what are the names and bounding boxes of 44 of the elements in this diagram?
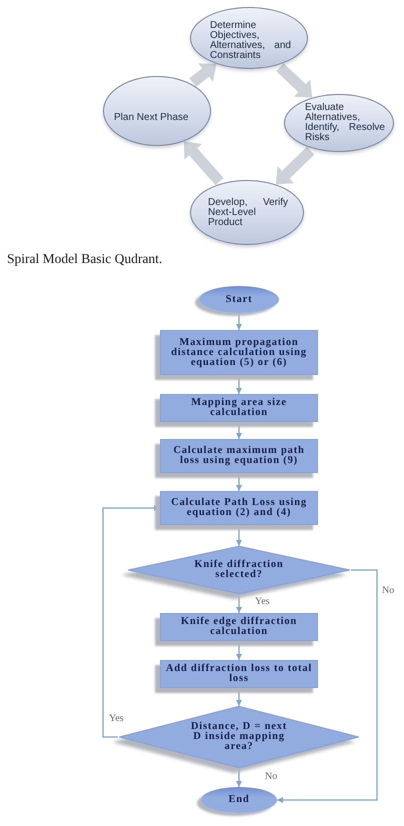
node-text: Add diffraction loss to total loss — [164, 664, 314, 684]
process-box — [160, 613, 318, 641]
terminal-oval — [199, 286, 279, 313]
process-box — [160, 330, 318, 375]
process-box — [160, 439, 318, 473]
node-text: Start — [226, 294, 252, 304]
node-text: Develop, Verify Next-Level Product — [208, 198, 288, 228]
node-text: Calculate Path Loss using equation (2) and (4) — [170, 498, 308, 518]
node-text: End — [228, 795, 250, 805]
arrow — [236, 594, 242, 613]
arrow — [102, 505, 160, 738]
node-text: Plan Next Phase — [114, 113, 190, 123]
edge-label: Yes — [254, 596, 271, 607]
phase-ellipse — [103, 76, 211, 146]
terminal-oval — [201, 787, 277, 813]
block-arrow — [276, 146, 314, 184]
node-text: Maximum propagation distance calculation using equation (5) or (6) — [170, 338, 308, 368]
arrow — [236, 375, 242, 394]
node-text: Evaluate Alternatives, Identify, Resolve Risks — [305, 103, 385, 143]
node-text: Calculate maximum path loss using equation (9) — [172, 446, 306, 466]
arrow — [236, 641, 242, 660]
arrow — [236, 768, 242, 787]
node-text: Mapping area size calculation — [190, 398, 288, 418]
arrow — [236, 313, 242, 330]
decision-diamond — [127, 546, 351, 594]
block-arrow — [189, 63, 216, 87]
process-box — [160, 394, 318, 422]
node-text: Knife edge diffraction calculation — [180, 617, 298, 637]
edge-label: No — [264, 771, 278, 782]
block-arrow — [184, 141, 224, 186]
arrow — [236, 473, 242, 491]
node-text: Distance, D = next D inside mapping area? — [190, 722, 288, 752]
arrow — [236, 525, 242, 546]
node-text: Knife diffraction selected? — [193, 560, 285, 580]
process-box — [160, 491, 318, 525]
edge-label: No — [381, 585, 396, 596]
block-arrow — [276, 63, 312, 98]
figure-caption: Spiral Model Basic Qudrant. — [7, 251, 162, 267]
arrow — [236, 422, 242, 439]
node-text: Determine Objectives, Alternatives, and Constraints — [210, 21, 291, 61]
edge-label: Yes — [108, 713, 125, 724]
process-box — [160, 660, 318, 688]
arrow — [236, 688, 242, 706]
arrow — [277, 569, 378, 803]
